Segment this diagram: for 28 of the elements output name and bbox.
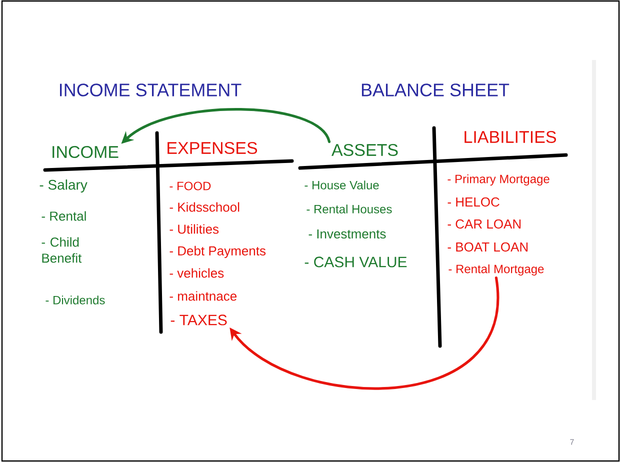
list-item: - Utilities <box>170 224 219 234</box>
list-item: - Salary <box>40 179 88 193</box>
list-item: - Child Benefit <box>42 237 82 263</box>
list-item: - Investments <box>308 229 386 239</box>
list-item: - vehicles <box>170 268 224 278</box>
arrow <box>230 276 498 390</box>
list-item: - Kidsschool <box>170 202 240 212</box>
list-item: - Rental Mortgage <box>448 264 544 276</box>
list-item: - TAXES <box>170 314 227 326</box>
list-item: - Debt Payments <box>170 246 266 258</box>
list-item: - HELOC <box>448 197 500 207</box>
list-item: - BOAT LOAN <box>448 242 528 252</box>
list-item: - Rental <box>42 211 86 221</box>
list-item: - Rental Houses <box>306 204 392 214</box>
list-item: - Primary Mortgage <box>448 174 550 186</box>
heading: BALANCE SHEET <box>362 84 510 96</box>
column-heading: ASSETS <box>332 144 398 156</box>
column-heading: LIABILITIES <box>464 130 556 144</box>
column-heading: INCOME <box>52 146 118 158</box>
list-item: - Dividends <box>46 296 105 304</box>
column-heading: EXPENSES <box>168 142 258 154</box>
list-item: - FOOD <box>170 182 211 190</box>
list-item: - maintnace <box>170 291 237 301</box>
list-item: - House Value <box>304 180 379 190</box>
list-item: - CAR LOAN <box>448 219 521 229</box>
page-number: 7 <box>570 439 574 445</box>
heading: INCOME STATEMENT <box>60 84 242 96</box>
list-item: - CASH VALUE <box>304 256 407 268</box>
